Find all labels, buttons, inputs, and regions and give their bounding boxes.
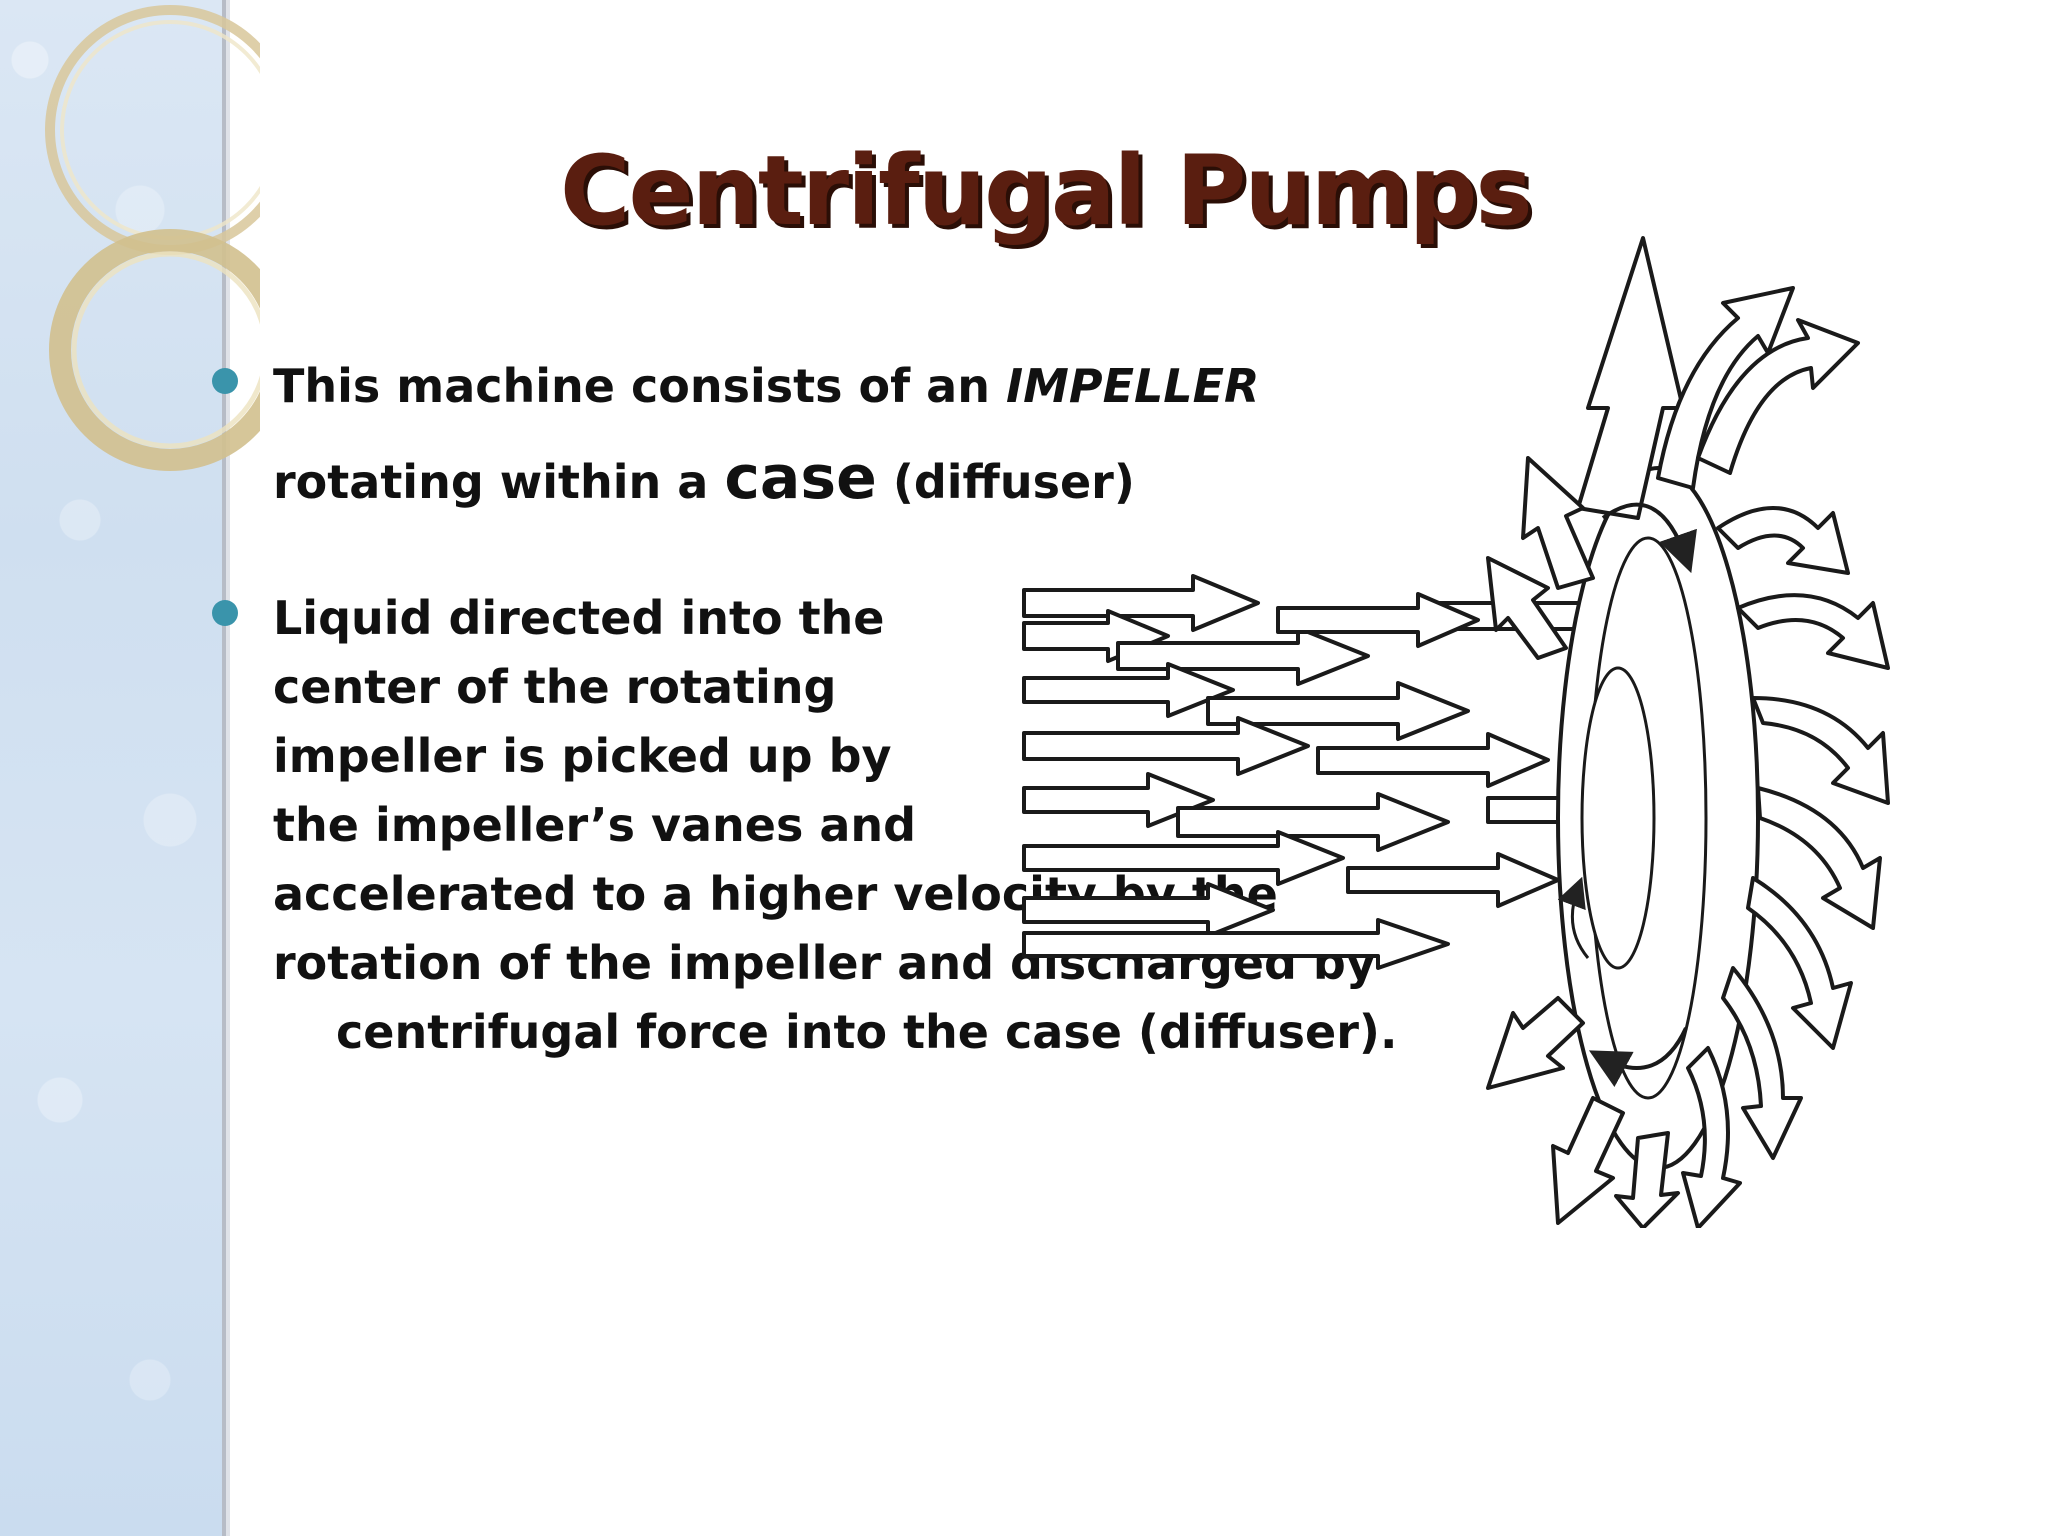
bullet-marker	[212, 368, 238, 394]
bullet-1-line-1-text: This machine consists of an	[273, 359, 1006, 413]
side-edge-highlight	[226, 0, 230, 1536]
bullet-2-line: impeller is picked up by	[273, 729, 892, 783]
bullet-marker	[212, 600, 238, 626]
slide-title: Centrifugal Pumps	[560, 135, 1533, 247]
bullet-1-line-2-suffix: (diffuser)	[876, 455, 1135, 509]
case-word-large: case	[724, 443, 877, 513]
bullet-1-line-1: This machine consists of an IMPELLER	[273, 352, 1259, 421]
decorative-rings-icon	[45, 5, 260, 471]
bullet-2-line: center of the rotating	[273, 660, 837, 714]
bullet-2-line: the impeller’s vanes and	[273, 798, 917, 852]
impeller-emphasis: IMPELLER	[1005, 359, 1260, 413]
bullet-1-line-2-text: rotating within a	[273, 455, 725, 509]
impeller-flow-diagram-icon	[1022, 236, 1890, 1228]
bullet-2-line: Liquid directed into the	[273, 591, 885, 645]
bullet-2-line: centrifugal force into the case (diffuse…	[336, 1005, 1398, 1059]
bullet-1-line-2: rotating within a case (diffuser)	[273, 444, 1135, 517]
